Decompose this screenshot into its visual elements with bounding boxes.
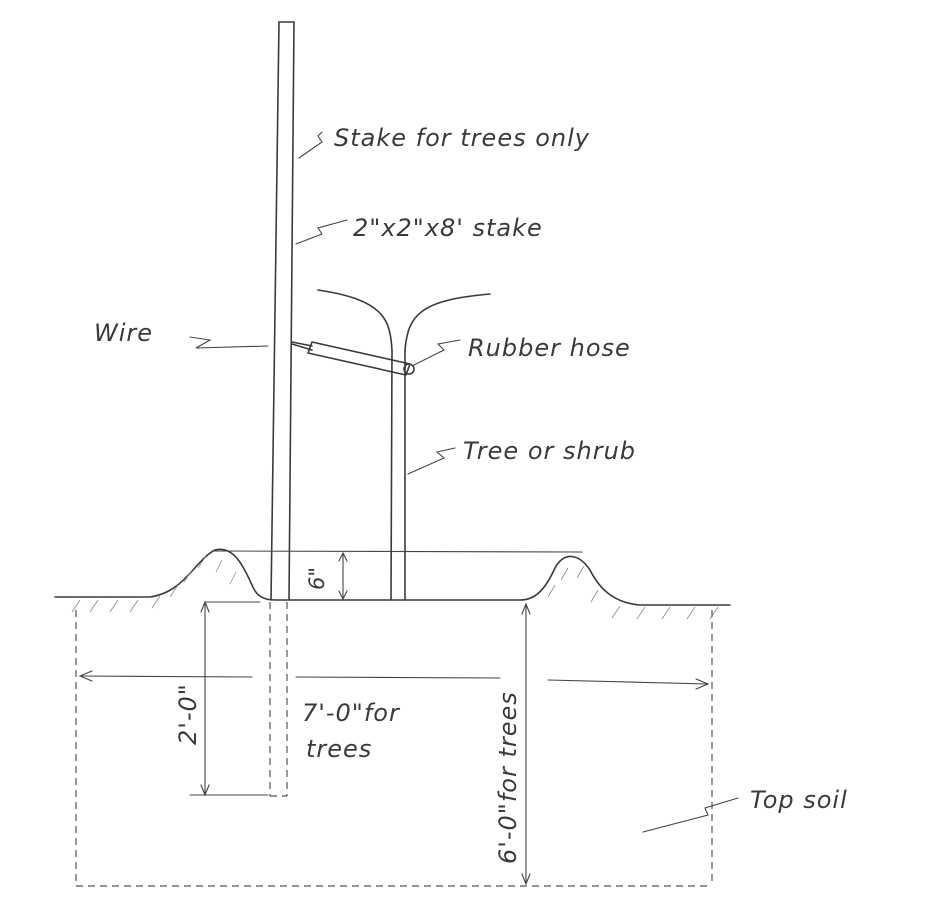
label-tree: Tree or shrub xyxy=(463,437,636,465)
label-wire: Wire xyxy=(94,319,153,347)
label-dim-stake-depth: 2'-0" xyxy=(174,683,202,745)
stake-depth-dimension xyxy=(189,600,269,797)
label-dim-pit-depth: 6'-0"for trees xyxy=(494,691,522,864)
ground-surface xyxy=(54,548,731,606)
label-rubber-hose: Rubber hose xyxy=(468,334,631,362)
tree-trunk xyxy=(317,289,491,601)
wire-tie xyxy=(291,341,415,376)
label-dim-width-line2: trees xyxy=(306,735,372,763)
label-dim-mound: 6" xyxy=(305,567,329,590)
label-stake-note: Stake for trees only xyxy=(334,124,590,152)
planting-pit-outline xyxy=(75,610,713,887)
label-stake-size: 2"x2"x8' stake xyxy=(353,214,543,242)
pit-width-dimension xyxy=(78,670,710,690)
mound-height-dimension xyxy=(338,551,348,601)
stake-buried-portion xyxy=(269,602,288,797)
leader-lines xyxy=(189,131,739,833)
label-dim-width-line1: 7'-0"for xyxy=(302,699,401,727)
pit-depth-dimension xyxy=(521,602,531,886)
soil-hatching xyxy=(71,555,719,620)
label-top-soil: Top soil xyxy=(750,786,848,814)
stake xyxy=(270,21,295,601)
